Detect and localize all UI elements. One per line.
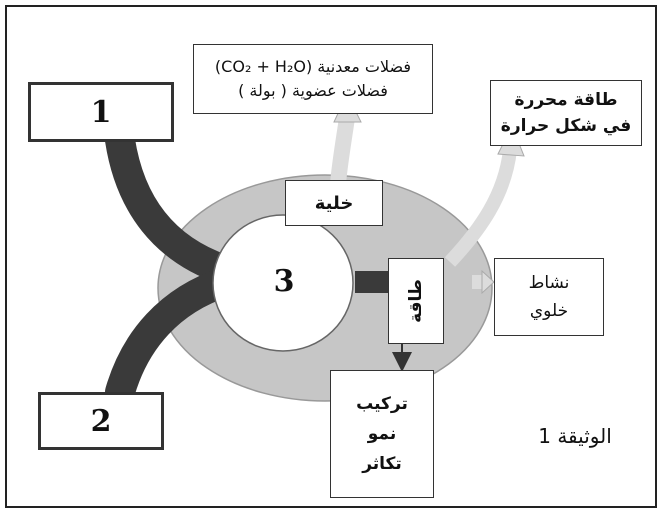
- center-label: 3: [273, 264, 295, 299]
- box-2-label: 2: [90, 403, 112, 439]
- activity-line-1: نشاط: [528, 273, 570, 293]
- heat-line-2: في شكل حرارة: [500, 116, 632, 136]
- activity-line-2: خلوي: [529, 301, 569, 321]
- waste-box: فضلات معدنية (CO₂ + H₂O) فضلات عضوية ( ب…: [193, 44, 433, 114]
- document-label: الوثيقة 1: [538, 424, 612, 448]
- energy-box: طاقة: [388, 258, 444, 344]
- cell-label: خلية: [314, 192, 354, 214]
- center-circle: [212, 214, 354, 352]
- arrow-to-activity-head: [481, 269, 495, 295]
- synthesis-line-1: تركيب: [356, 394, 408, 414]
- outer-frame: [5, 5, 657, 508]
- energy-label: طاقة: [406, 279, 426, 323]
- box-1: 1: [28, 82, 174, 142]
- heat-box: طاقة محررة في شكل حرارة: [490, 80, 642, 146]
- box-2: 2: [38, 392, 164, 450]
- synthesis-box: تركيب نمو تكاثر: [330, 370, 434, 498]
- synthesis-line-3: تكاثر: [362, 454, 402, 474]
- synthesis-line-2: نمو: [367, 424, 397, 444]
- heat-line-1: طاقة محررة: [514, 90, 618, 110]
- waste-line-1: فضلات معدنية (CO₂ + H₂O): [214, 57, 412, 76]
- arrow-from-box1: [105, 125, 240, 285]
- arrow-from-box2: [105, 267, 240, 407]
- activity-box: نشاط خلوي: [494, 258, 604, 336]
- waste-line-2: فضلات عضوية ( بولة ): [238, 81, 388, 100]
- cell-label-box: خلية: [285, 180, 383, 226]
- arrow-to-heat: [444, 149, 517, 267]
- box-1-label: 1: [90, 94, 112, 130]
